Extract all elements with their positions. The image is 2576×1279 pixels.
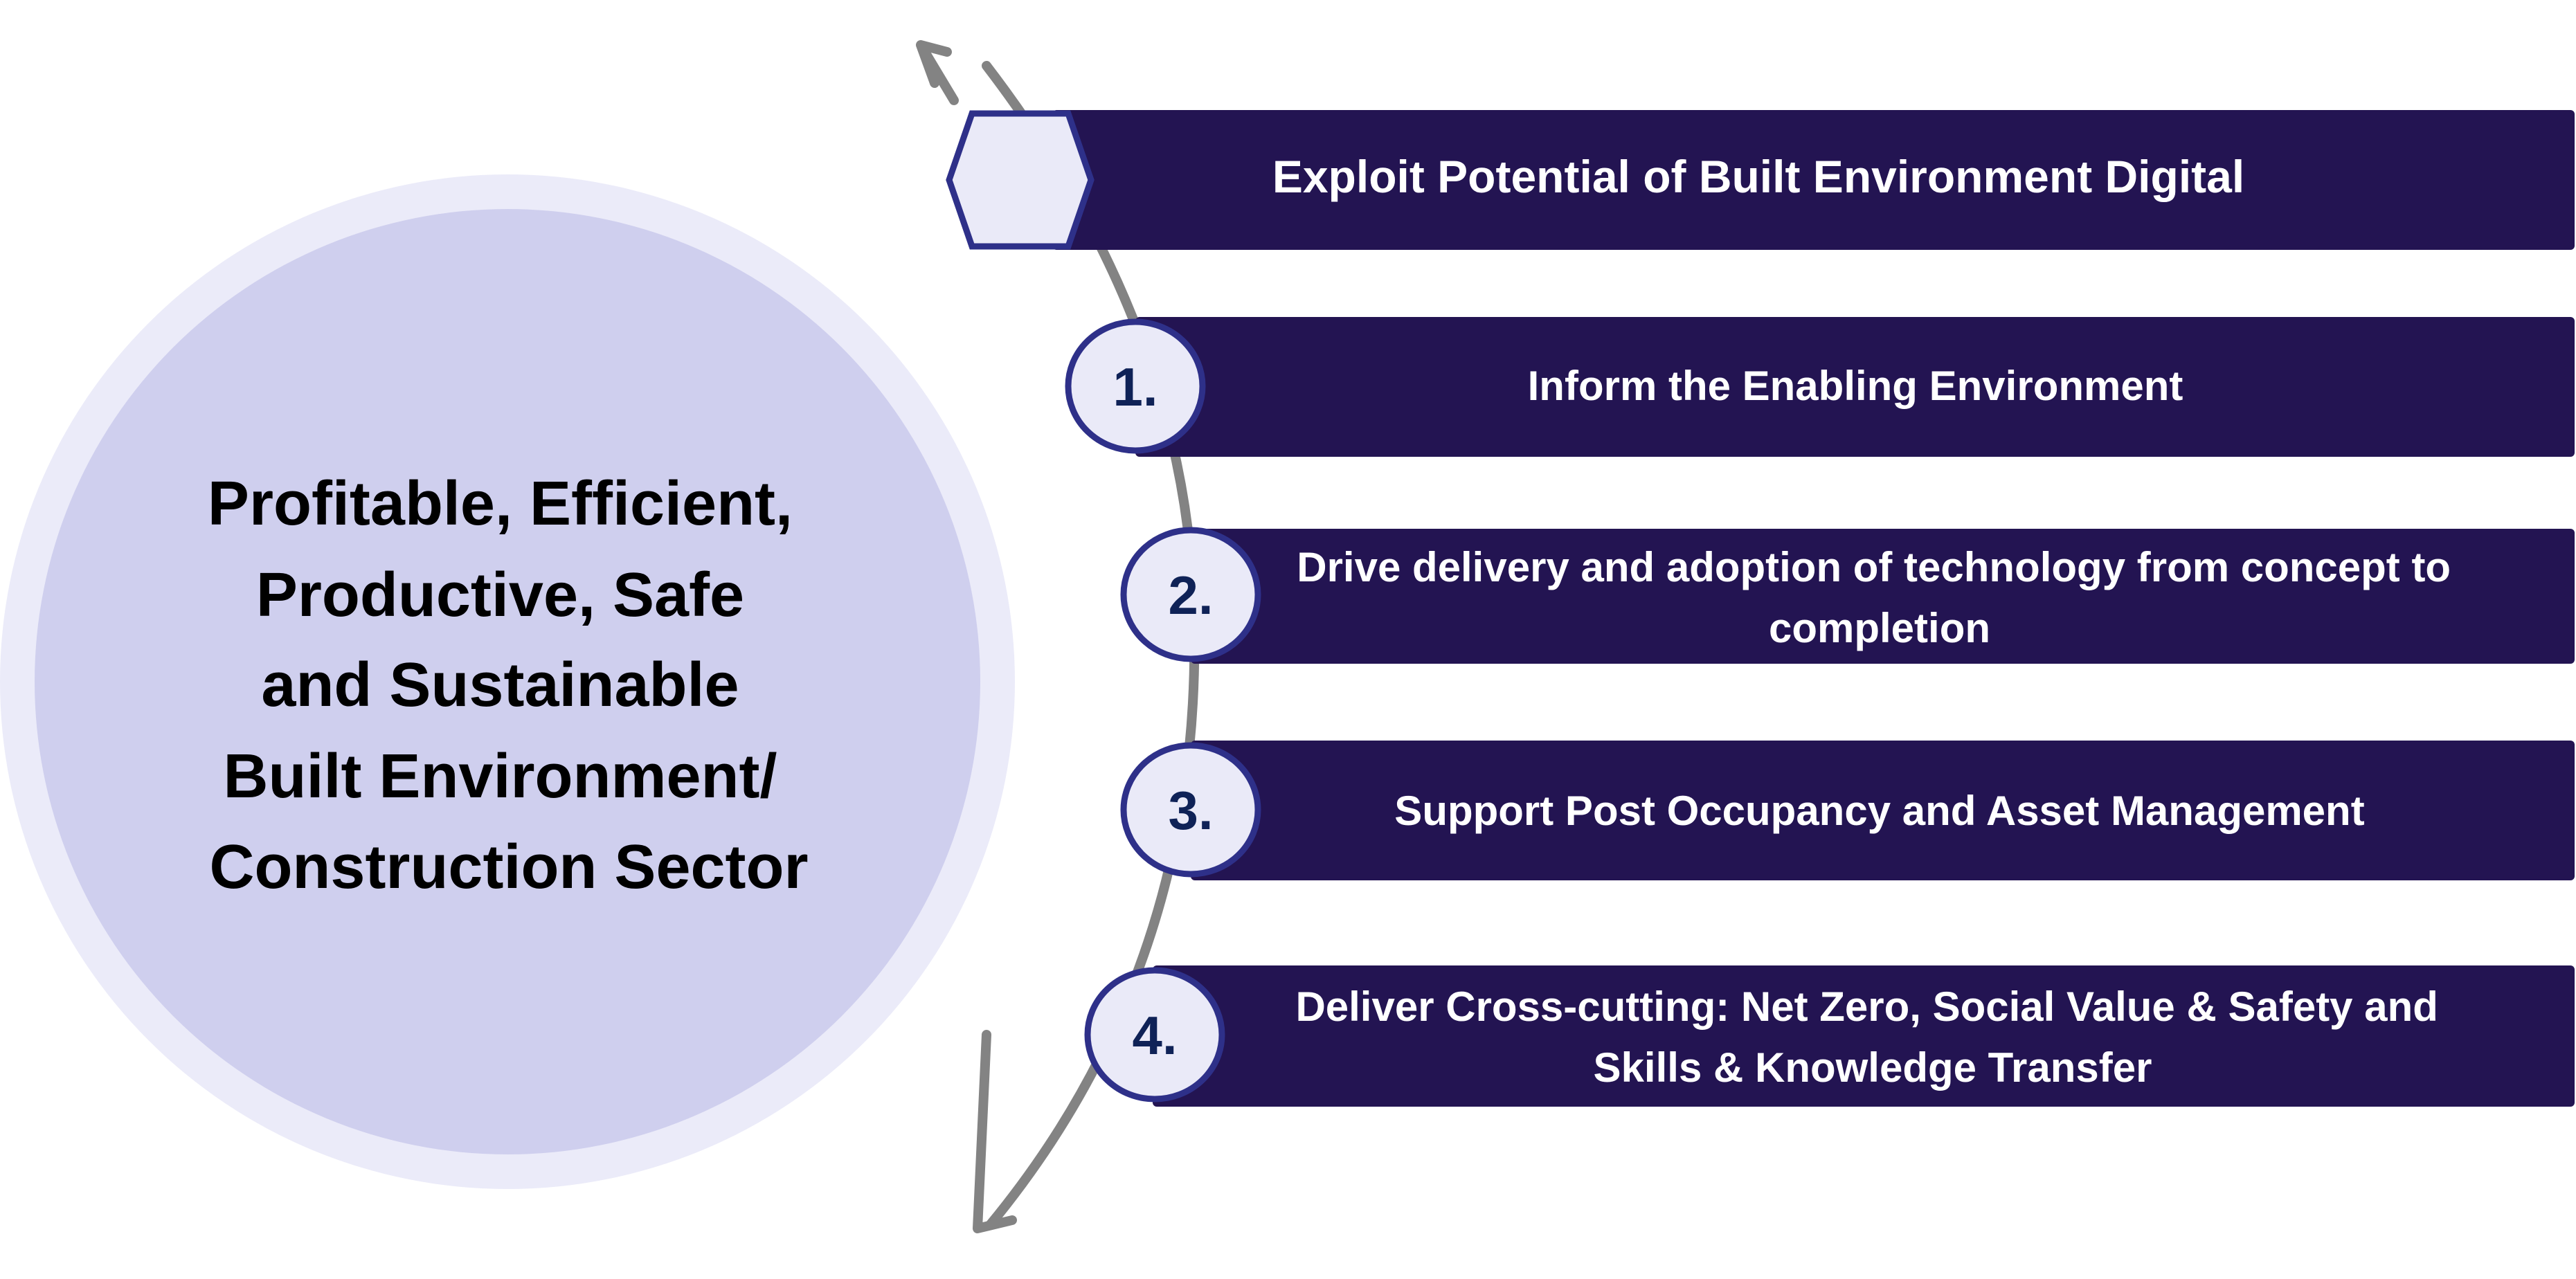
number-badge <box>1120 527 1261 662</box>
item-4: Deliver Cross-cutting: Net Zero, Social … <box>1084 965 2575 1107</box>
goal-circle: Profitable, Efficient, Productive, Safe … <box>0 174 1015 1189</box>
number-badge <box>1120 742 1261 878</box>
item-label-line: Inform the Enabling Environment <box>1528 363 2183 409</box>
goal-text-line: Construction Sector <box>209 833 808 902</box>
item-bar <box>1153 965 2575 1107</box>
item-label-line: Skills & Knowledge Transfer <box>1594 1044 2152 1091</box>
goal-text-line: and Sustainable <box>261 651 739 720</box>
number-badge <box>1065 318 1206 454</box>
number-badge <box>1084 967 1225 1103</box>
item-label-line: completion <box>1769 605 1990 651</box>
arrow-head-down-icon <box>973 1030 1017 1233</box>
header-label: Exploit Potential of Built Environment D… <box>1272 151 2244 202</box>
item-number: 1. <box>1113 356 1158 417</box>
goal-text-line: Built Environment/ <box>223 742 777 811</box>
goal-text-line: Profitable, Efficient, <box>208 469 793 538</box>
header-item: Exploit Potential of Built Environment D… <box>946 110 2575 250</box>
header-bar <box>1052 110 2575 250</box>
item-bar <box>1191 529 2575 664</box>
item-label-line: Support Post Occupancy and Asset Managem… <box>1394 788 2364 834</box>
item-number: 4. <box>1132 1005 1177 1066</box>
goal-text: Profitable, Efficient, Productive, Safe … <box>208 469 810 902</box>
item-bar <box>1191 741 2575 880</box>
item-label: Deliver Cross-cutting: Net Zero, Social … <box>1295 983 2449 1091</box>
item-label: Inform the Enabling Environment <box>1528 363 2183 409</box>
item-number: 2. <box>1168 565 1213 626</box>
item-label: Drive delivery and adoption of technolog… <box>1297 544 2462 651</box>
item-3: Support Post Occupancy and Asset Managem… <box>1120 741 2575 880</box>
goal-circle-inner <box>35 209 980 1154</box>
hexagon-icon <box>946 110 1095 250</box>
arrow-head-up-icon <box>916 40 959 105</box>
item-2: Drive delivery and adoption of technolog… <box>1120 527 2575 664</box>
item-label-line: Drive delivery and adoption of technolog… <box>1297 544 2451 590</box>
item-number: 3. <box>1168 780 1213 841</box>
item-bar <box>1135 317 2575 457</box>
goal-text-line: Productive, Safe <box>256 561 744 630</box>
item-label-line: Deliver Cross-cutting: Net Zero, Social … <box>1295 983 2438 1030</box>
item-label: Support Post Occupancy and Asset Managem… <box>1394 788 2364 834</box>
item-1: Inform the Enabling Environment 1. <box>1065 317 2575 457</box>
